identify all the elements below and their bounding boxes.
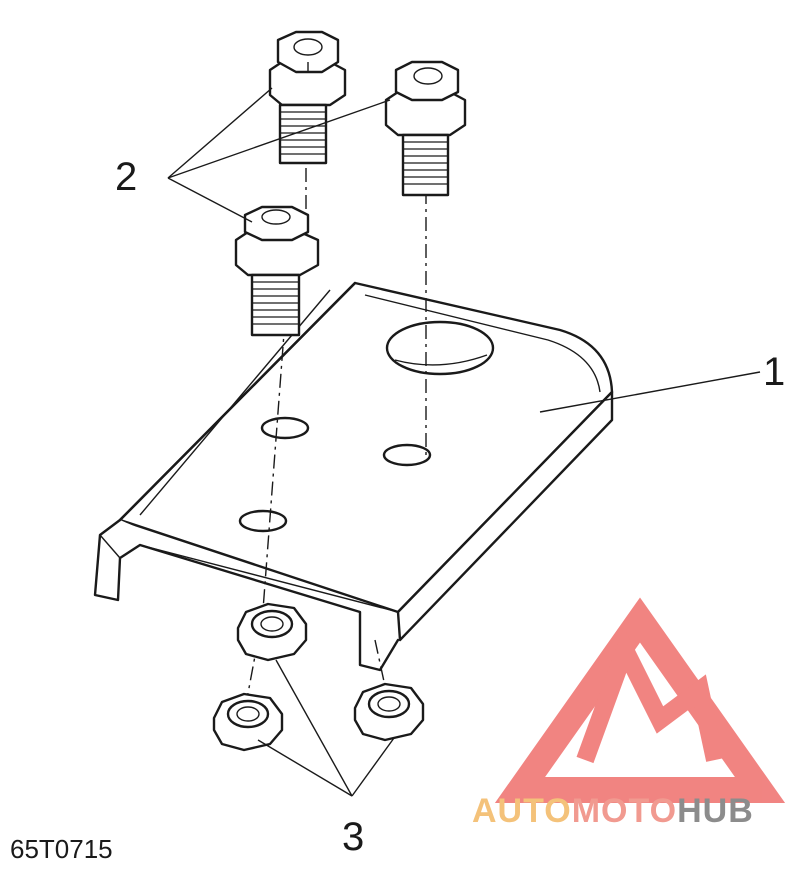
bolt-b-threads xyxy=(403,141,448,185)
watermark-moto: MOTO xyxy=(572,792,677,830)
bolt-c xyxy=(234,205,320,337)
callout-bolts: 2 xyxy=(115,155,137,199)
watermark-hub: HUB xyxy=(677,792,754,830)
nut-top xyxy=(236,602,308,662)
watermark-text: AUTOMOTOHUB xyxy=(472,792,754,830)
drawing-code: 65T0715 xyxy=(10,834,113,864)
nut-bottom-left xyxy=(212,692,284,752)
bolt-a-threads xyxy=(280,111,326,155)
callout-bracket: 1 xyxy=(763,350,785,394)
callout-nuts: 3 xyxy=(342,815,364,859)
leader-lines xyxy=(167,87,761,797)
bolt-c-threads xyxy=(252,281,299,325)
watermark-logo xyxy=(494,597,786,803)
mounting-bracket xyxy=(93,281,614,672)
bolt-a xyxy=(268,30,347,165)
watermark-auto: AUTO xyxy=(472,792,572,830)
bolt-b xyxy=(384,60,467,197)
nut-bottom-right xyxy=(353,682,425,742)
